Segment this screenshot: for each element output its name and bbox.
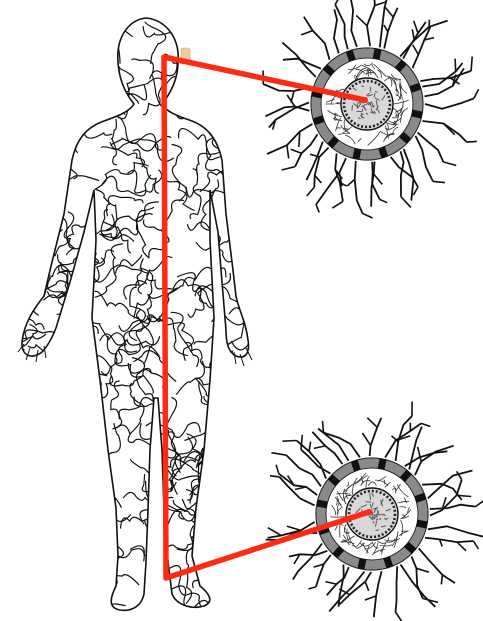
upper-connector-end (362, 97, 368, 103)
lower-connector-end (366, 509, 372, 515)
human-body-figure (0, 0, 303, 621)
lower-cell-cross-section (266, 402, 483, 621)
upper-cell-cross-section (263, 0, 479, 218)
